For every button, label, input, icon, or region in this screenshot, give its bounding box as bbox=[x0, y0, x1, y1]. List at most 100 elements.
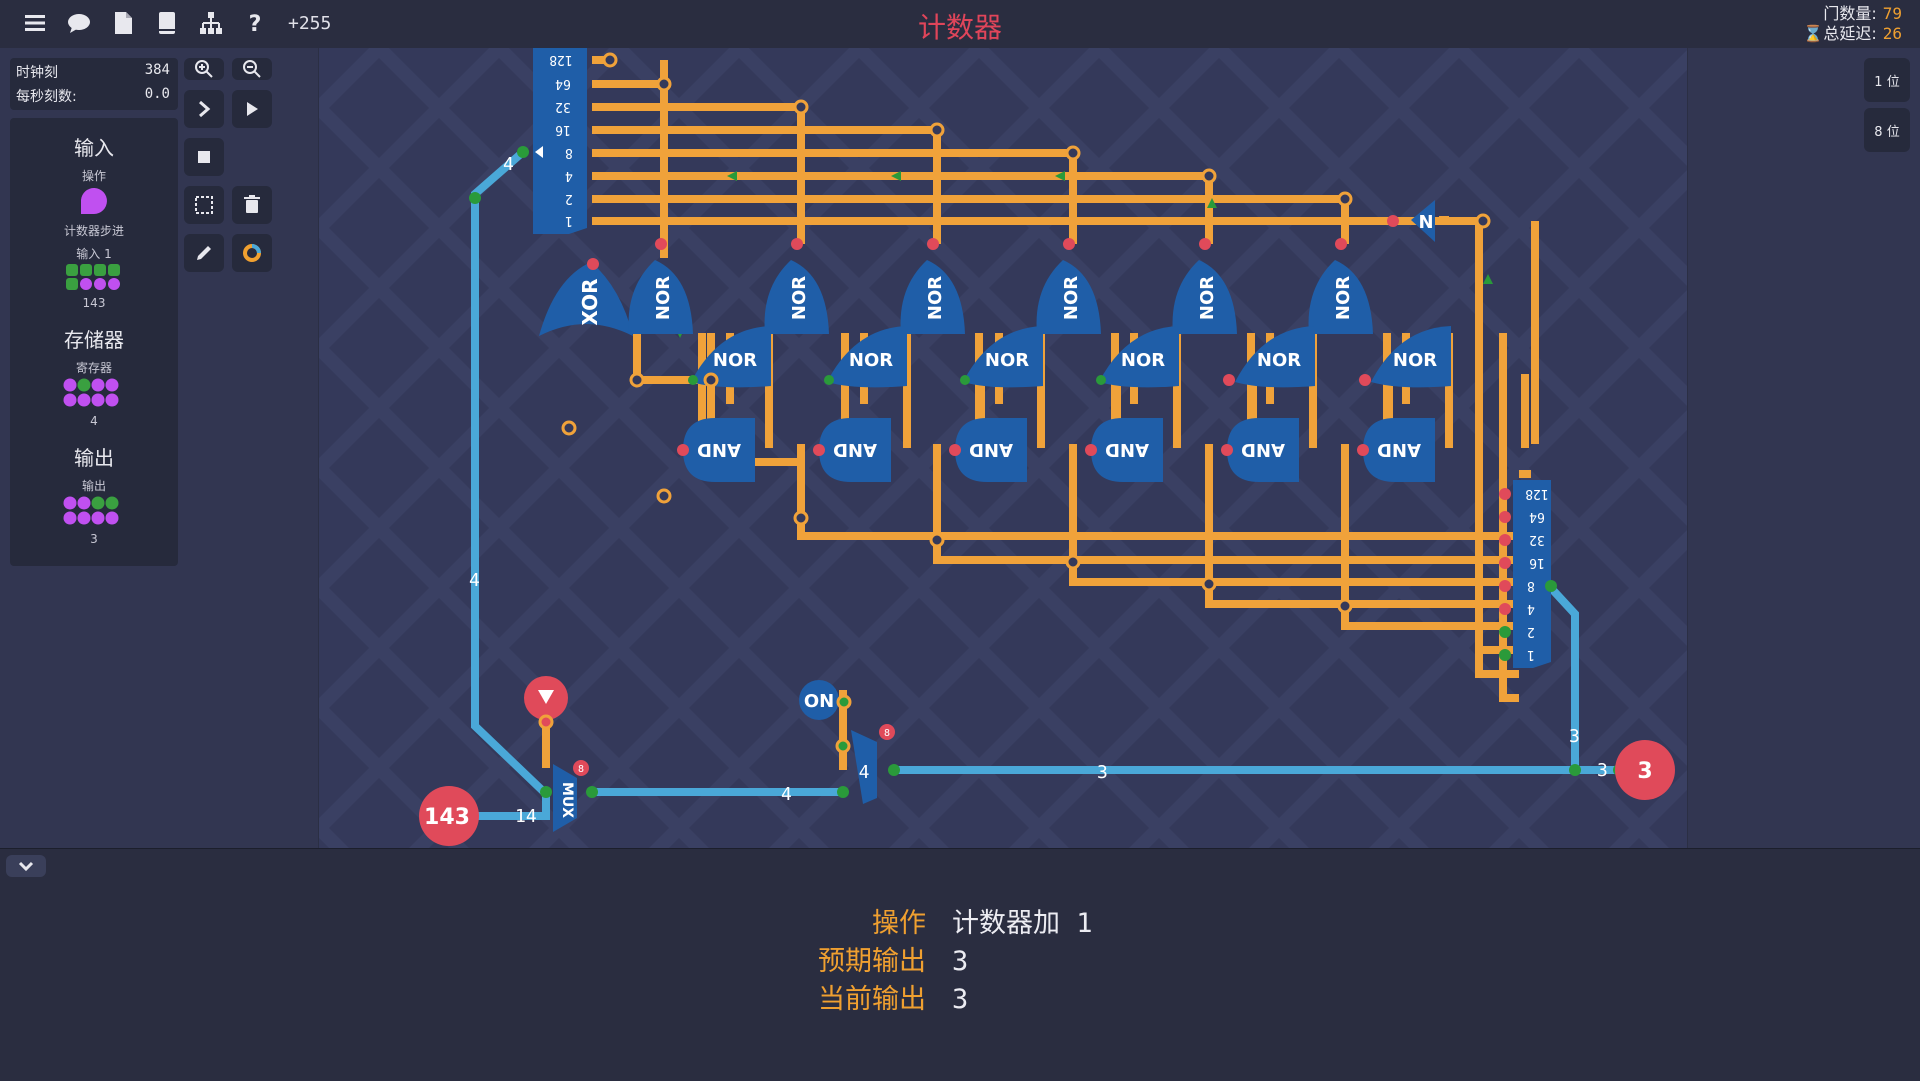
delay-label: 总延迟: bbox=[1823, 24, 1877, 43]
nor-top-5-label: NOR bbox=[1197, 276, 1218, 320]
nor-mid-3[interactable]: NOR bbox=[963, 326, 1043, 388]
bit-8-button[interactable]: 8 位 bbox=[1864, 108, 1910, 152]
nor-mid-5[interactable]: NOR bbox=[1235, 326, 1315, 388]
wire-label-to-output: 3 bbox=[1097, 762, 1108, 783]
register-badge: 8 bbox=[884, 728, 890, 739]
counter-step-label: 计数器步进 bbox=[63, 224, 124, 238]
output-component[interactable] bbox=[10, 494, 178, 532]
merge-bit-2: 2 bbox=[1527, 624, 1535, 639]
and-gate-3-label: AND bbox=[969, 439, 1013, 460]
ticks-label: 时钟刻 bbox=[16, 65, 58, 81]
nor-mid-2-label: NOR bbox=[849, 350, 893, 371]
nor-mid-2[interactable]: NOR bbox=[827, 326, 907, 388]
expected-key: 预期输出 bbox=[818, 946, 926, 977]
pencil-icon bbox=[197, 246, 211, 260]
nor-top-2[interactable]: NOR bbox=[764, 260, 829, 334]
info-panel: 操作 计数器加 1 预期输出 3 当前输出 3 bbox=[0, 848, 1920, 1081]
selection-icon bbox=[195, 196, 213, 214]
nor-mid-1[interactable]: NOR bbox=[691, 326, 771, 388]
top-bit-128: 128 bbox=[549, 52, 572, 67]
and-gate-4[interactable]: AND bbox=[1091, 418, 1163, 482]
wire-label-mux-bottom: 14 bbox=[515, 806, 537, 827]
xor-label: XOR bbox=[578, 278, 602, 325]
output-bits-icon bbox=[63, 496, 119, 525]
merge-bit-64: 64 bbox=[1529, 509, 1545, 524]
not-gate[interactable]: N bbox=[1411, 200, 1435, 242]
score-stats: 门数量:79 ⌛总延迟:26 bbox=[1803, 4, 1902, 44]
run-button[interactable] bbox=[232, 90, 272, 128]
collapse-button[interactable] bbox=[6, 855, 46, 877]
nor-gates-middle: NOR NOR NOR NOR NOR NOR bbox=[691, 326, 1451, 388]
tps-label: 每秒刻数: bbox=[16, 89, 77, 105]
hierarchy-icon[interactable] bbox=[196, 8, 226, 38]
menu-icon[interactable] bbox=[20, 8, 50, 38]
top-bit-splitter[interactable]: 128 64 32 16 8 4 2 1 bbox=[533, 48, 587, 234]
merge-bit-32: 32 bbox=[1529, 532, 1545, 547]
bit-1-button[interactable]: 1 位 bbox=[1864, 58, 1910, 102]
step-button[interactable] bbox=[184, 90, 224, 128]
nor-top-6-label: NOR bbox=[1333, 276, 1354, 320]
top-bit-16: 16 bbox=[555, 122, 571, 137]
delete-button[interactable] bbox=[232, 186, 272, 224]
right-panel bbox=[1688, 48, 1920, 848]
register[interactable]: 4 8 bbox=[851, 724, 895, 804]
register-component[interactable] bbox=[10, 376, 178, 414]
nor-mid-5-label: NOR bbox=[1257, 350, 1301, 371]
top-bit-1: 1 bbox=[565, 213, 573, 228]
svg-text:?: ? bbox=[249, 12, 262, 36]
and-gate-1[interactable]: AND bbox=[683, 418, 755, 482]
bottom-bit-merger[interactable]: 128 64 32 16 8 4 2 1 bbox=[1513, 480, 1551, 668]
wire-label-right: 3 bbox=[1569, 726, 1580, 747]
and-gate-3[interactable]: AND bbox=[955, 418, 1027, 482]
counter-step-component[interactable] bbox=[10, 184, 178, 222]
select-button[interactable] bbox=[184, 186, 224, 224]
stop-icon bbox=[198, 151, 210, 163]
help-icon[interactable]: ? bbox=[240, 8, 270, 38]
and-gate-2[interactable]: AND bbox=[819, 418, 891, 482]
input1-label: 输入 1 bbox=[76, 247, 112, 261]
nor-top-1[interactable]: NOR bbox=[628, 260, 693, 334]
edit-button[interactable] bbox=[184, 234, 224, 272]
book-icon[interactable] bbox=[152, 8, 182, 38]
nor-mid-4-label: NOR bbox=[1121, 350, 1165, 371]
output-node[interactable]: 3 bbox=[1615, 740, 1675, 800]
current-row: 当前输出 3 bbox=[0, 981, 1920, 1019]
play-icon bbox=[247, 102, 258, 116]
input1-component[interactable] bbox=[10, 262, 178, 296]
input-node[interactable]: 143 bbox=[419, 786, 479, 846]
circuit-canvas[interactable]: 128 64 32 16 8 4 2 1 4 XOR NOR NOR NOR N… bbox=[319, 48, 1687, 848]
nor-mid-6[interactable]: NOR bbox=[1371, 326, 1451, 388]
mux[interactable]: MUX 8 bbox=[553, 760, 589, 832]
stop-button[interactable] bbox=[184, 138, 224, 176]
top-bar: ? +255 计数器 门数量:79 ⌛总延迟:26 bbox=[0, 0, 1920, 48]
storage-section-title: 存储器 bbox=[64, 328, 124, 352]
color-button[interactable] bbox=[232, 234, 272, 272]
top-splitter-labels: 128 64 32 16 8 4 2 1 bbox=[549, 52, 573, 228]
nor-top-6[interactable]: NOR bbox=[1308, 260, 1373, 334]
hourglass-icon: ⌛ bbox=[1803, 24, 1824, 43]
top-bit-2: 2 bbox=[565, 191, 573, 206]
on-constant[interactable]: ON bbox=[799, 680, 852, 754]
register-bits-icon bbox=[63, 378, 119, 407]
and-gate-6[interactable]: AND bbox=[1363, 418, 1435, 482]
operation-value-num: 1 bbox=[1060, 908, 1093, 939]
zoom-out-button[interactable] bbox=[232, 58, 272, 80]
zoom-in-button[interactable] bbox=[184, 58, 224, 80]
and-gate-5[interactable]: AND bbox=[1227, 418, 1299, 482]
document-icon[interactable] bbox=[108, 8, 138, 38]
and-gate-1-label: AND bbox=[697, 439, 741, 460]
chat-icon[interactable] bbox=[64, 8, 94, 38]
expected-row: 预期输出 3 bbox=[0, 943, 1920, 981]
top-bit-32: 32 bbox=[555, 99, 571, 114]
nor-top-4[interactable]: NOR bbox=[1036, 260, 1101, 334]
nor-top-5[interactable]: NOR bbox=[1172, 260, 1237, 334]
nor-mid-6-label: NOR bbox=[1393, 350, 1437, 371]
xor-gate[interactable]: XOR bbox=[539, 262, 633, 336]
operation-input-node[interactable] bbox=[524, 676, 568, 730]
top-bit-64: 64 bbox=[555, 76, 571, 91]
operation-row: 操作 计数器加 1 bbox=[0, 905, 1920, 943]
nor-mid-4[interactable]: NOR bbox=[1099, 326, 1179, 388]
merge-bit-1: 1 bbox=[1527, 647, 1535, 662]
nor-mid-3-label: NOR bbox=[985, 350, 1029, 371]
nor-top-3[interactable]: NOR bbox=[900, 260, 965, 334]
